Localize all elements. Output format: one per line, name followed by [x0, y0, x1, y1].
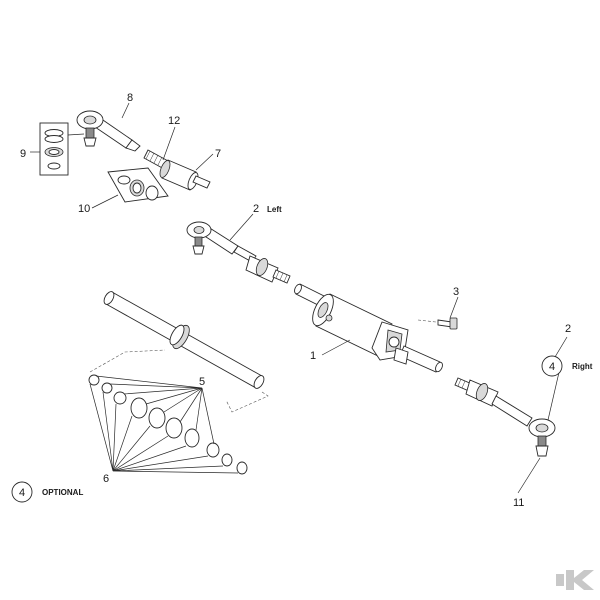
ring-kit-10: [107, 167, 169, 203]
callout-12: 12: [168, 115, 180, 127]
callout-6: 6: [103, 473, 109, 485]
label-right: Right: [572, 362, 593, 371]
callout-2-right: 2: [565, 323, 571, 335]
callout-11: 11: [513, 497, 524, 509]
seal-ring-set-6: [88, 374, 248, 475]
label-optional: OPTIONAL: [42, 488, 83, 497]
callout-4-optional: 4: [19, 487, 25, 499]
callout-10: 10: [78, 203, 90, 215]
ball-joint-12-7: [143, 149, 211, 191]
callout-5: 5: [199, 376, 205, 388]
tie-rod-left: [186, 221, 291, 284]
tie-rod-right: [454, 377, 556, 457]
callout-7: 7: [215, 148, 221, 160]
callout-4-right-circle: [541, 355, 563, 377]
tie-rod-end-8: [76, 110, 141, 152]
shaft-5: [89, 291, 269, 413]
callout-8: 8: [127, 92, 133, 104]
callout-3: 3: [453, 286, 459, 298]
callout-9: 9: [20, 148, 26, 160]
callout-4-optional-circle: [11, 481, 33, 503]
callout-1: 1: [310, 350, 316, 362]
callout-2-left: 2: [253, 203, 259, 215]
repair-kit-box-9: [39, 122, 69, 176]
steering-cylinder-1: [294, 283, 443, 373]
brand-k-logo: [556, 570, 594, 590]
callout-4-right: 4: [549, 361, 555, 373]
label-left: Left: [267, 205, 282, 214]
bolt-3: [417, 317, 458, 330]
